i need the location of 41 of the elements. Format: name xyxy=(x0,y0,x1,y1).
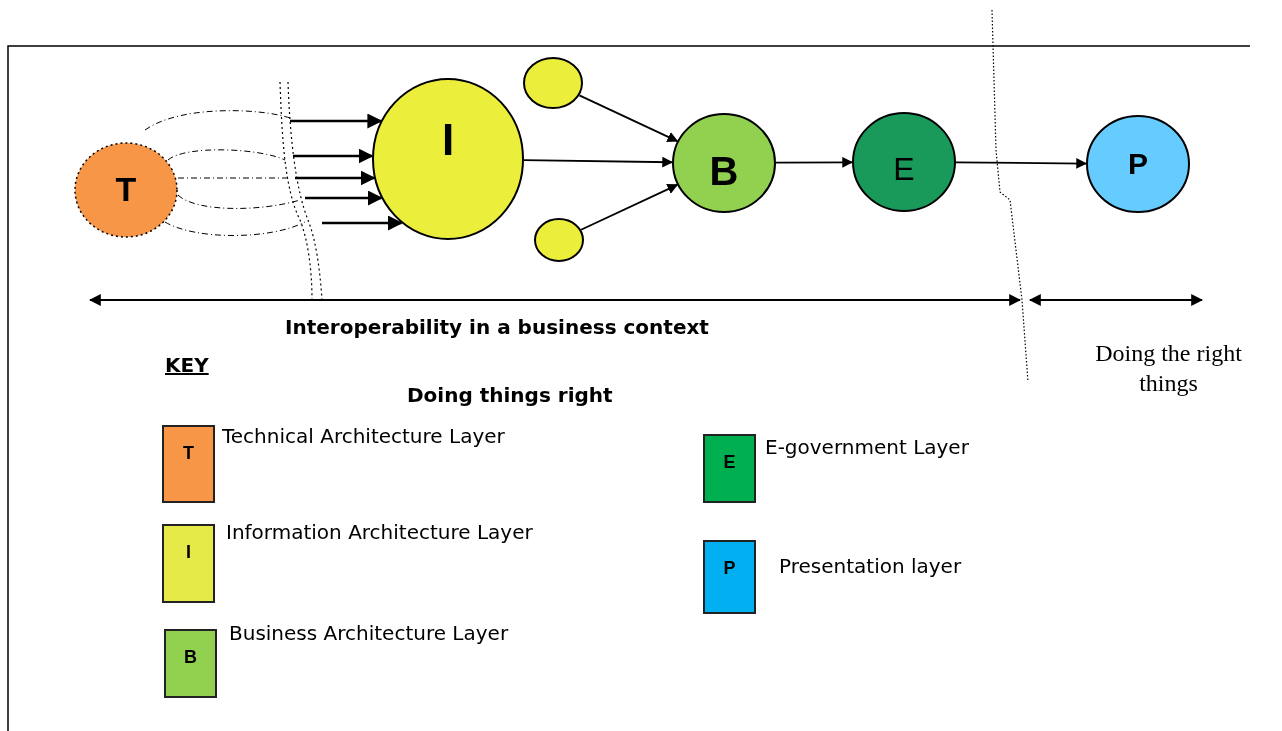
arrow xyxy=(293,148,374,164)
layer-circle xyxy=(372,78,524,240)
swatch-letter: I xyxy=(186,542,191,563)
layer-circle xyxy=(1086,115,1190,213)
arrow xyxy=(775,156,854,168)
arrow xyxy=(322,215,403,231)
small-circle xyxy=(523,57,583,109)
key-swatch xyxy=(703,434,756,503)
key-label: Information Architecture Layer xyxy=(226,520,533,544)
axis-label: Interoperability in a business context xyxy=(285,315,709,339)
arrow xyxy=(305,190,383,206)
layer-circle xyxy=(74,142,178,238)
arrow xyxy=(523,156,674,168)
key-swatch xyxy=(703,540,756,614)
arrow xyxy=(295,170,376,186)
swatch-letter: P xyxy=(723,558,736,579)
key-swatch xyxy=(162,524,215,603)
key-label: E-government Layer xyxy=(765,435,969,459)
key-swatch xyxy=(164,629,217,698)
layer-circle xyxy=(852,112,956,212)
key-subheading: Doing things right xyxy=(407,383,613,407)
swatch-letter: B xyxy=(184,647,197,668)
key-label: Business Architecture Layer xyxy=(229,621,509,645)
small-circle xyxy=(534,218,584,262)
arrow xyxy=(955,158,1088,169)
key-swatch xyxy=(162,425,215,503)
layer-letter: T xyxy=(115,170,137,210)
swatch-letter: T xyxy=(183,443,194,464)
key-label: Presentation layer xyxy=(779,554,962,578)
layer-letter: B xyxy=(709,147,739,194)
arrow xyxy=(290,113,383,129)
layer-letter: I xyxy=(441,115,455,167)
arrow xyxy=(578,94,679,142)
key-label: Technical Architecture Layer xyxy=(222,424,505,448)
layer-letter: E xyxy=(893,151,915,189)
arrow xyxy=(580,183,679,231)
axis-label: Doing the right things xyxy=(1094,339,1243,398)
layer-letter: P xyxy=(1128,146,1148,182)
swatch-letter: E xyxy=(723,452,736,473)
key-heading: KEY xyxy=(165,353,209,377)
layer-circle xyxy=(672,113,776,213)
